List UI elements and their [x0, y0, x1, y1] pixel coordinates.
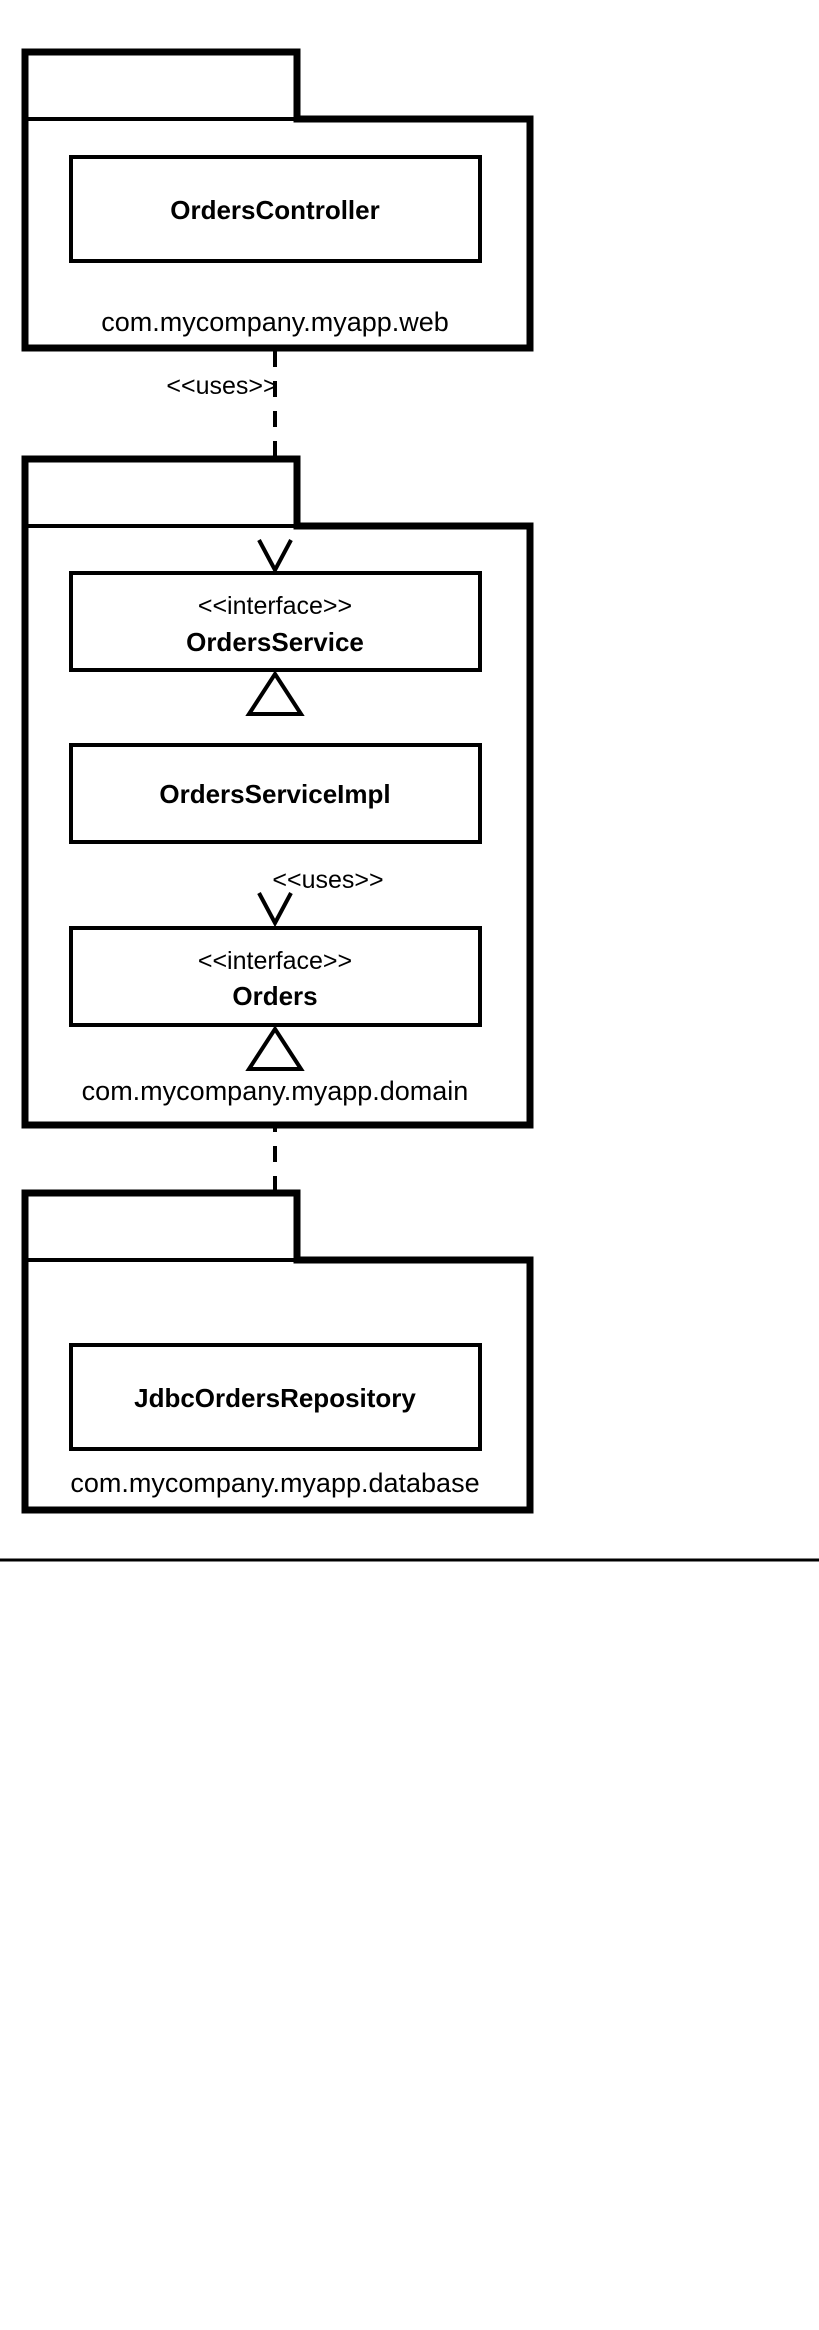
stereotype-orders: <<interface>> [198, 947, 352, 975]
package-database[interactable]: JdbcOrdersRepository com.mycompany.myapp… [21, 1189, 534, 1514]
realization-triangle-to-orders [245, 1025, 305, 1071]
package-domain[interactable]: <<interface>> OrdersService OrdersServic… [21, 455, 534, 1129]
realization-triangle-to-orders-service [245, 670, 305, 716]
class-name-orders-service-impl: OrdersServiceImpl [159, 779, 390, 809]
edge-label-uses-middle: <<uses>> [272, 866, 383, 894]
class-box-orders-service-impl[interactable] [69, 743, 482, 844]
class-name-orders-controller: OrdersController [170, 195, 380, 225]
class-box-jdbc-orders-repository[interactable] [69, 1343, 482, 1451]
package-label-domain: com.mycompany.myapp.domain [82, 1076, 469, 1106]
class-box-orders-service[interactable] [69, 571, 482, 672]
package-label-database: com.mycompany.myapp.database [70, 1468, 479, 1498]
arrowhead-dependency-to-orders [257, 892, 293, 928]
class-name-orders-service: OrdersService [186, 627, 364, 657]
class-box-orders[interactable] [69, 926, 482, 1027]
stereotype-orders-service: <<interface>> [198, 592, 352, 620]
edge-label-uses-top: <<uses>> [166, 372, 277, 400]
class-box-orders-controller[interactable] [69, 155, 482, 263]
package-web[interactable]: OrdersController com.mycompany.myapp.web [21, 48, 534, 352]
arrowhead-dependency-to-orders-service [257, 539, 293, 575]
class-name-orders: Orders [232, 981, 317, 1011]
package-label-web: com.mycompany.myapp.web [101, 307, 449, 337]
class-name-jdbc-orders-repository: JdbcOrdersRepository [134, 1383, 416, 1413]
